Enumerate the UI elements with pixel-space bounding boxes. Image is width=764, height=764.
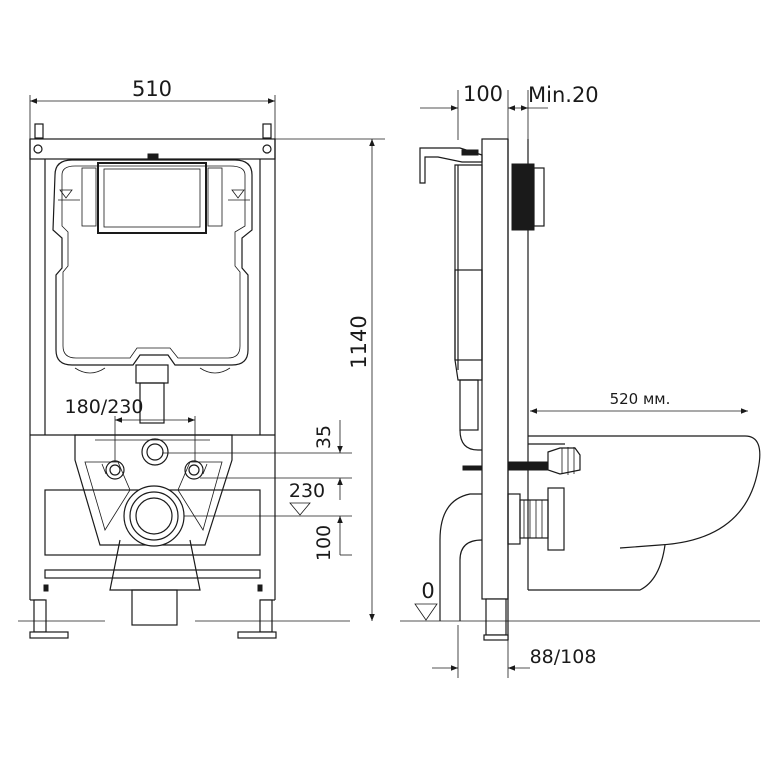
bowl-projection-dimension: 520 мм. — [530, 390, 748, 414]
floor-level-label: 0 — [421, 579, 434, 603]
offset-top-label: 100 — [463, 82, 503, 106]
dim-100-front-label: 100 — [313, 525, 335, 561]
outlet-connection — [109, 485, 201, 626]
bowl-projection-label: 520 мм. — [610, 390, 671, 408]
dim-35-label: 35 — [313, 425, 335, 449]
top-dimensions: 100 Min.20 — [420, 82, 599, 140]
dimension-230: 230 — [289, 480, 325, 516]
side-outlet — [507, 487, 565, 551]
frame-depth-dimension: 88/108 — [432, 625, 596, 678]
frame-depth-label: 88/108 — [530, 646, 597, 668]
min-gap-label: Min.20 — [528, 83, 599, 107]
inlet-connections — [101, 438, 208, 480]
outlet-height-label: 230 — [289, 480, 325, 502]
right-top-bracket — [262, 123, 272, 139]
cistern-side — [419, 147, 483, 471]
toilet-bowl — [528, 435, 761, 591]
flush-plate-side — [511, 163, 545, 231]
front-view: 510 — [18, 77, 350, 639]
left-top-bracket — [34, 123, 44, 139]
side-view: 100 Min.20 — [400, 82, 761, 678]
drain-bend — [439, 493, 483, 621]
height-dimension: 1140 — [275, 138, 385, 621]
height-label: 1140 — [347, 315, 371, 368]
side-inlet — [507, 447, 581, 475]
inlet-spacing-dimension: 180/230 — [65, 396, 196, 462]
side-foot — [483, 598, 509, 641]
width-label: 510 — [132, 77, 172, 101]
flush-plate-opening — [97, 162, 207, 234]
cistern — [52, 153, 253, 424]
floor-level-marker: 0 — [414, 579, 438, 621]
support-legs — [29, 569, 277, 639]
dimension-35: 35 — [162, 420, 352, 500]
inlet-spacing-label: 180/230 — [65, 396, 144, 418]
width-dimension: 510 — [29, 77, 276, 140]
dimension-100-front: 100 — [184, 515, 352, 561]
